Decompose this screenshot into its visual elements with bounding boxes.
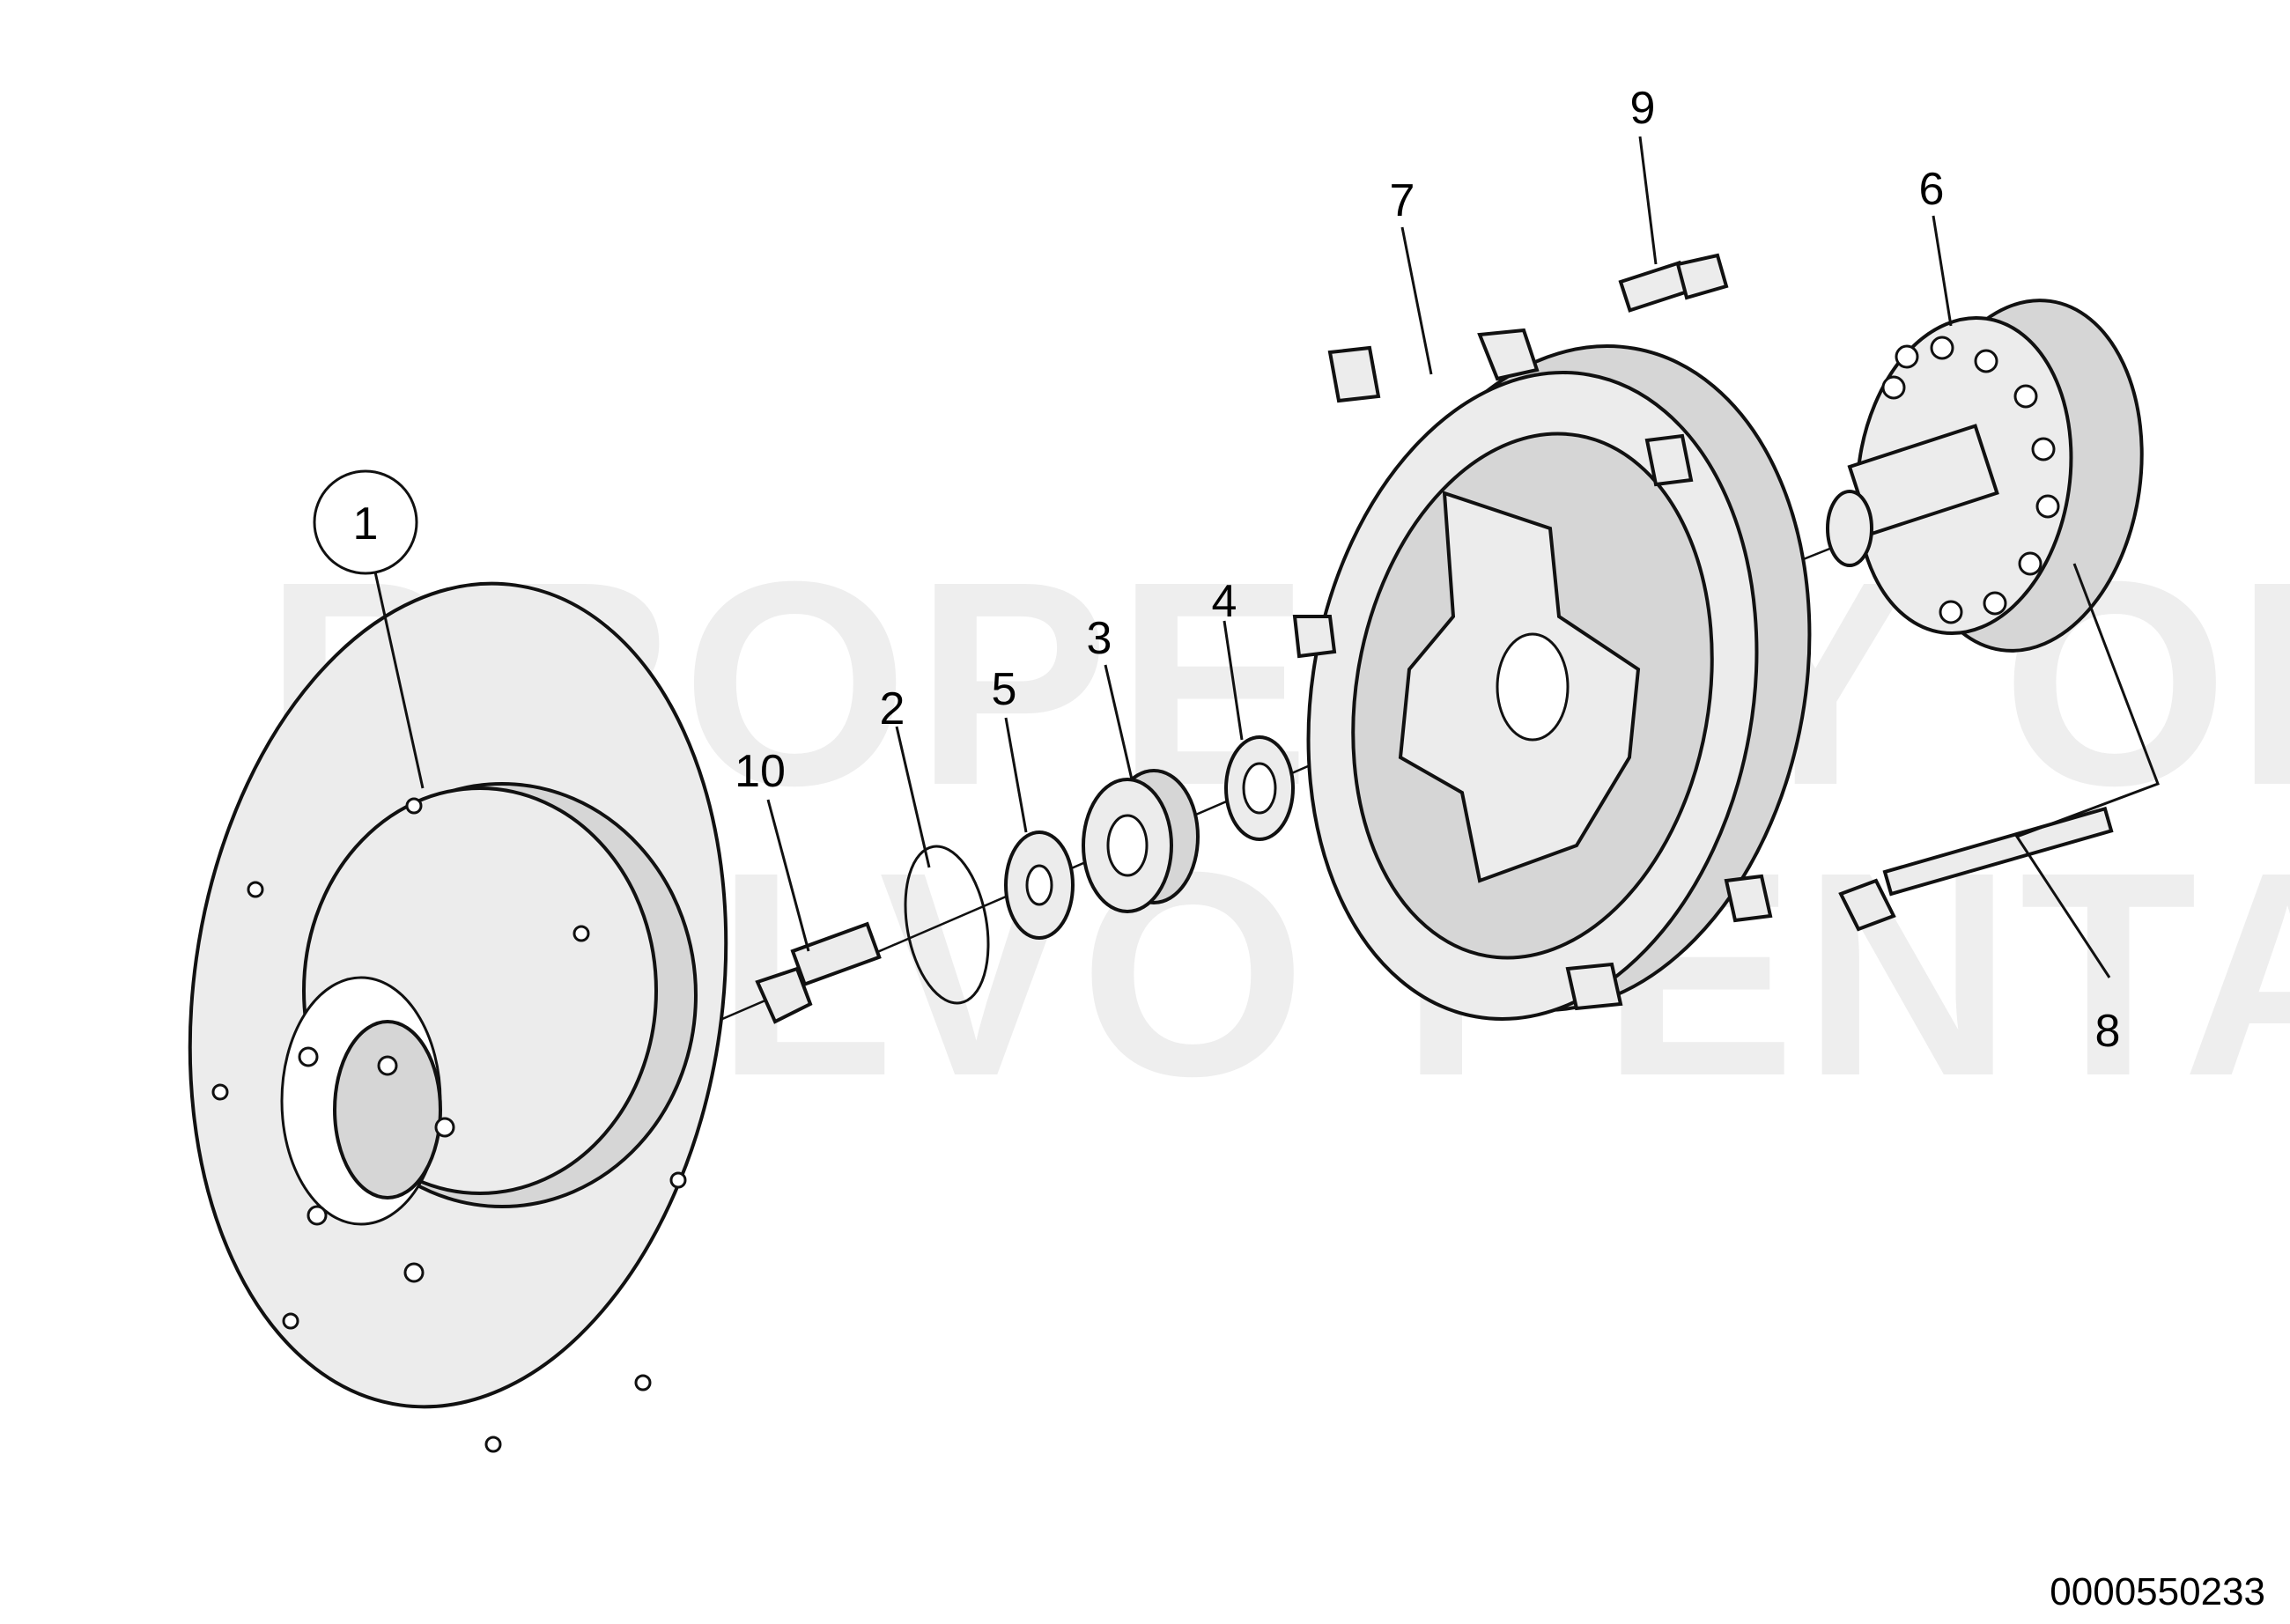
leader-lines: [373, 136, 2160, 978]
part-4-seal: [1224, 735, 1295, 841]
part-9-bolt: [1618, 253, 1729, 313]
part-3-bearing: [1082, 769, 1200, 913]
part-8-long-bolt: [1838, 806, 2114, 932]
leader-8: [2014, 563, 2160, 978]
callout-9: 9: [1630, 83, 1656, 134]
callouts: 1 2 3 4 5 6 7 8 9 10: [313, 83, 2121, 1057]
document-number: 0000550233: [2050, 1570, 2265, 1613]
leader-7: [1400, 226, 1433, 375]
callout-4: 4: [1212, 576, 1237, 627]
leader-1: [373, 567, 425, 789]
leader-6: [1932, 215, 1953, 327]
leader-3: [1104, 664, 1134, 780]
part-1-drive-plate: [188, 581, 728, 1453]
callout-1: 1: [353, 498, 379, 550]
leader-4: [1223, 620, 1244, 741]
part-6-flange: [1826, 299, 2144, 653]
callout-6: 6: [1919, 164, 1945, 215]
callout-1-circle: [313, 469, 418, 575]
leader-5: [1004, 717, 1028, 833]
callout-5: 5: [992, 664, 1017, 715]
callout-7: 7: [1390, 175, 1415, 226]
part-5-washer: [1004, 830, 1075, 940]
callout-2: 2: [880, 683, 905, 734]
leader-10: [766, 799, 810, 952]
leader-9: [1638, 136, 1658, 265]
callout-3: 3: [1087, 613, 1112, 664]
callout-10: 10: [735, 746, 786, 797]
part-2-circlip: [904, 845, 990, 1005]
part-10-bolt: [755, 921, 882, 1024]
part-7-coupling: [1292, 328, 1812, 1021]
leader-2: [895, 726, 931, 868]
callout-8: 8: [2095, 1006, 2121, 1057]
